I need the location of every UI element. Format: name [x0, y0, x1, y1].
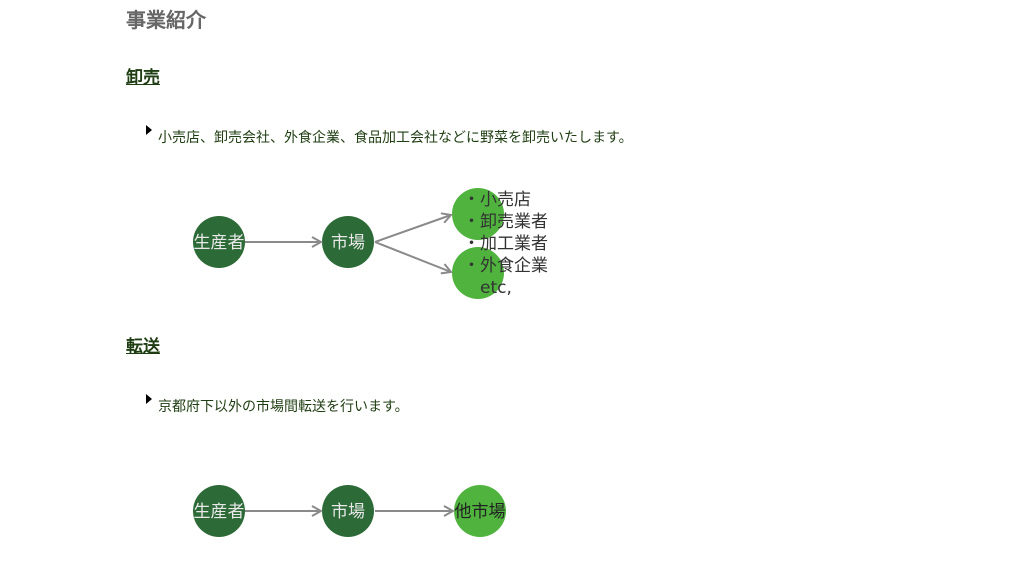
- node-producer: [193, 216, 245, 268]
- target-list-item: ・小売店: [463, 190, 531, 210]
- node-market: [322, 216, 374, 268]
- node-label: 生産者: [194, 233, 245, 253]
- section-description-wholesale: 小売店、卸売会社、外食企業、食品加工会社などに野菜を卸売いたします。: [146, 125, 633, 147]
- section-heading-wholesale: 卸売: [126, 68, 160, 88]
- arrow: [374, 215, 451, 243]
- node-customer-b: [452, 247, 504, 299]
- node-label: 生産者: [194, 502, 245, 522]
- node-label: 他市場: [455, 502, 506, 522]
- target-list-item: ・加工業者: [463, 234, 548, 254]
- node-producer: [193, 485, 245, 537]
- description-text: 小売店、卸売会社、外食企業、食品加工会社などに野菜を卸売いたします。: [158, 130, 633, 146]
- target-list-item: ・外食企業: [463, 256, 548, 276]
- node-market: [322, 485, 374, 537]
- target-list-item: etc,: [480, 278, 512, 298]
- node-label: 市場: [331, 502, 365, 522]
- section-heading-transfer: 転送: [126, 337, 160, 357]
- node-other-market: [454, 485, 506, 537]
- page-title: 事業紹介: [126, 8, 206, 32]
- section-description-transfer: 京都府下以外の市場間転送を行います。: [146, 394, 409, 416]
- bullet-triangle-icon: [146, 394, 152, 404]
- node-label: 市場: [331, 233, 365, 253]
- description-text: 京都府下以外の市場間転送を行います。: [158, 399, 409, 415]
- target-list-item: ・卸売業者: [463, 212, 548, 232]
- wholesale-diagram: 生産者 市場 ・小売店 ・卸売業者 ・加工業者 ・外食企業 etc,: [193, 188, 548, 299]
- node-customer-a: [452, 188, 504, 240]
- transfer-diagram: 生産者 市場 他市場: [193, 485, 506, 537]
- arrow: [374, 241, 451, 272]
- bullet-triangle-icon: [146, 125, 152, 135]
